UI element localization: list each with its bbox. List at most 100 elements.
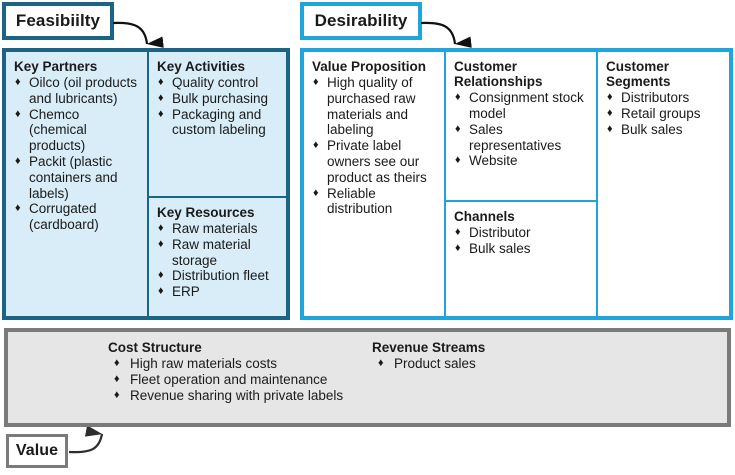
diamond-bullet-icon: ♦ [114, 357, 120, 370]
diamond-bullet-icon: ♦ [455, 91, 461, 104]
cell-key-partners: Key Partners ♦ Oilco (oil products and lu… [6, 52, 147, 316]
list-item-text: Bulk sales [469, 240, 531, 256]
cell-value-proposition: Value Proposition ♦ High quality of purch… [304, 52, 444, 316]
list-item-text: Quality control [172, 75, 259, 91]
diamond-bullet-icon: ♦ [158, 222, 164, 235]
list-item-text: Distributors [621, 90, 690, 106]
list-item: ♦ Distribution fleet [157, 268, 278, 284]
diamond-bullet-icon: ♦ [15, 76, 21, 89]
list-item: ♦ Distributors [606, 90, 721, 106]
cost-structure-list: ♦ High raw materials costs ♦ Fleet operati… [108, 356, 354, 403]
list-item: ♦ Reliable distribution [312, 186, 436, 218]
revenue-streams-title: Revenue Streams [372, 340, 486, 355]
diamond-bullet-icon: ♦ [158, 237, 164, 250]
block-customer-segments: Customer Segments ♦Distributors ♦Retail … [596, 52, 729, 316]
list-item-text: High quality of purchased raw materials … [327, 75, 416, 138]
list-item: ♦Distributor [454, 225, 588, 241]
cell-channels: Channels ♦Distributor ♦ Bulk sales [446, 200, 596, 316]
list-item: ♦ Raw materials [157, 221, 278, 237]
list-item: ♦Packit (plastic containers and labels) [14, 154, 139, 201]
bottom-bar: Cost Structure ♦ High raw materials costs… [4, 328, 731, 427]
list-item: ♦ Quality control [157, 75, 278, 91]
list-item-text: Oilco (oil products and lubricants) [29, 75, 138, 106]
list-item: ♦ High raw materials costs [108, 356, 354, 372]
callout-feasibility: Feasibiilty [2, 2, 114, 40]
list-item: ♦ Consignment stock model [454, 90, 588, 122]
diamond-bullet-icon: ♦ [455, 226, 461, 239]
key-partners-list: ♦ Oilco (oil products and lubricants) ♦ Ch… [14, 75, 139, 233]
diamond-bullet-icon: ♦ [607, 91, 613, 104]
list-item-text: Raw materials [172, 221, 258, 237]
list-item-text: ERP [172, 284, 200, 300]
customer-segments-list: ♦ Distributors ♦ Retail groups ♦ Bulk sales [606, 90, 721, 137]
list-item-text: Packit (plastic containers and labels) [29, 154, 118, 201]
diamond-bullet-icon: ♦ [313, 139, 319, 152]
list-item: ♦ ERP [157, 284, 278, 300]
list-item: ♦ Chemco (chemical products) [14, 107, 139, 154]
list-item: ♦ Bulk sales [606, 122, 721, 138]
list-item-text: Raw material storage [172, 236, 251, 268]
cell-revenue-streams: Revenue Streams ♦Product sales [354, 332, 727, 423]
diamond-bullet-icon: ♦ [313, 186, 319, 199]
diamond-bullet-icon: ♦ [455, 154, 461, 167]
list-item: ♦ Private label owners see our product as… [312, 138, 436, 185]
list-item-text: Corrugated (cardboard) [29, 201, 99, 233]
cell-key-activities: Key Activities ♦ Quality control ♦Bulk pu… [149, 52, 286, 196]
block-customer-relationships-channels: Customer Relationships ♦Consignment stoc… [444, 52, 596, 316]
key-activities-list: ♦ Quality control ♦Bulk purchasing ♦ Packa… [157, 75, 278, 138]
block-value-proposition: Value Proposition ♦ High quality of purch… [304, 52, 444, 316]
key-resources-list: ♦ Raw materials ♦ Raw material storage ♦ Di… [157, 221, 278, 300]
block-key-activities-resources: Key Activities ♦Quality control ♦Bulk pu… [147, 52, 286, 316]
diamond-bullet-icon: ♦ [158, 76, 164, 89]
callout-feasibility-label: Feasibiilty [15, 11, 101, 30]
diamond-bullet-icon: ♦ [15, 202, 21, 215]
list-item-text: Website [469, 153, 518, 169]
callout-desirability-label: Desirability [314, 11, 408, 30]
diamond-bullet-icon: ♦ [607, 122, 613, 135]
key-partners-title: Key Partners [14, 59, 98, 74]
list-item-text: Fleet operation and maintenance [130, 371, 328, 387]
list-item: ♦ Fleet operation and maintenance [108, 372, 354, 388]
list-item-text: Bulk purchasing [172, 90, 269, 106]
value-proposition-title: Value Proposition [312, 59, 427, 74]
list-item: ♦Bulk purchasing [157, 91, 278, 107]
diamond-bullet-icon: ♦ [114, 388, 120, 401]
list-item-text: Reliable distribution [327, 185, 393, 217]
list-item: ♦ Oilco (oil products and lubricants) [14, 75, 139, 107]
diamond-bullet-icon: ♦ [158, 269, 164, 282]
diamond-bullet-icon: ♦ [313, 76, 319, 89]
callout-value: Value [6, 434, 68, 468]
value-proposition-list: ♦ High quality of purchased raw materials… [312, 75, 436, 217]
cost-structure-title: Cost Structure [108, 340, 202, 355]
diamond-bullet-icon: ♦ [455, 122, 461, 135]
callout-desirability: Desirability [300, 2, 422, 40]
list-item-text: Consignment stock model [469, 90, 584, 121]
diamond-bullet-icon: ♦ [158, 285, 164, 298]
diamond-bullet-icon: ♦ [607, 107, 613, 119]
customer-relationships-list: ♦ Consignment stock model ♦ Sales represen… [454, 90, 588, 169]
list-item: ♦ Corrugated (cardboard) [14, 201, 139, 233]
block-key-partners: Key Partners ♦ Oilco (oil products and lu… [6, 52, 147, 316]
key-activities-title: Key Activities [157, 59, 246, 74]
list-item-text: Sales representatives [469, 121, 562, 153]
list-item: ♦Revenue sharing with private labels [108, 388, 354, 404]
list-item-text: Private label owners see our product as … [327, 138, 427, 185]
list-item: ♦Product sales [372, 356, 727, 372]
list-item-text: Chemco (chemical products) [29, 106, 87, 154]
channels-list: ♦Distributor ♦ Bulk sales [454, 225, 588, 257]
cell-cost-structure: Cost Structure ♦ High raw materials costs… [8, 332, 354, 423]
list-item-text: High raw materials costs [130, 356, 278, 372]
key-resources-title: Key Resources [157, 205, 255, 220]
list-item-text: Packaging and custom labeling [172, 106, 266, 138]
diamond-bullet-icon: ♦ [15, 107, 21, 120]
list-item-text: Retail groups [621, 106, 701, 121]
diamond-bullet-icon: ♦ [114, 372, 120, 385]
list-item: ♦ Website [454, 153, 588, 169]
channels-title: Channels [454, 209, 515, 224]
feasibility-canvas-group: Key Partners ♦ Oilco (oil products and lu… [2, 48, 290, 320]
list-item-text: Bulk sales [621, 121, 683, 137]
list-item-text: Distribution fleet [172, 268, 269, 284]
revenue-streams-list: ♦Product sales [372, 356, 727, 372]
cell-customer-relationships: Customer Relationships ♦Consignment stoc… [446, 52, 596, 200]
callout-value-label: Value [15, 442, 59, 459]
